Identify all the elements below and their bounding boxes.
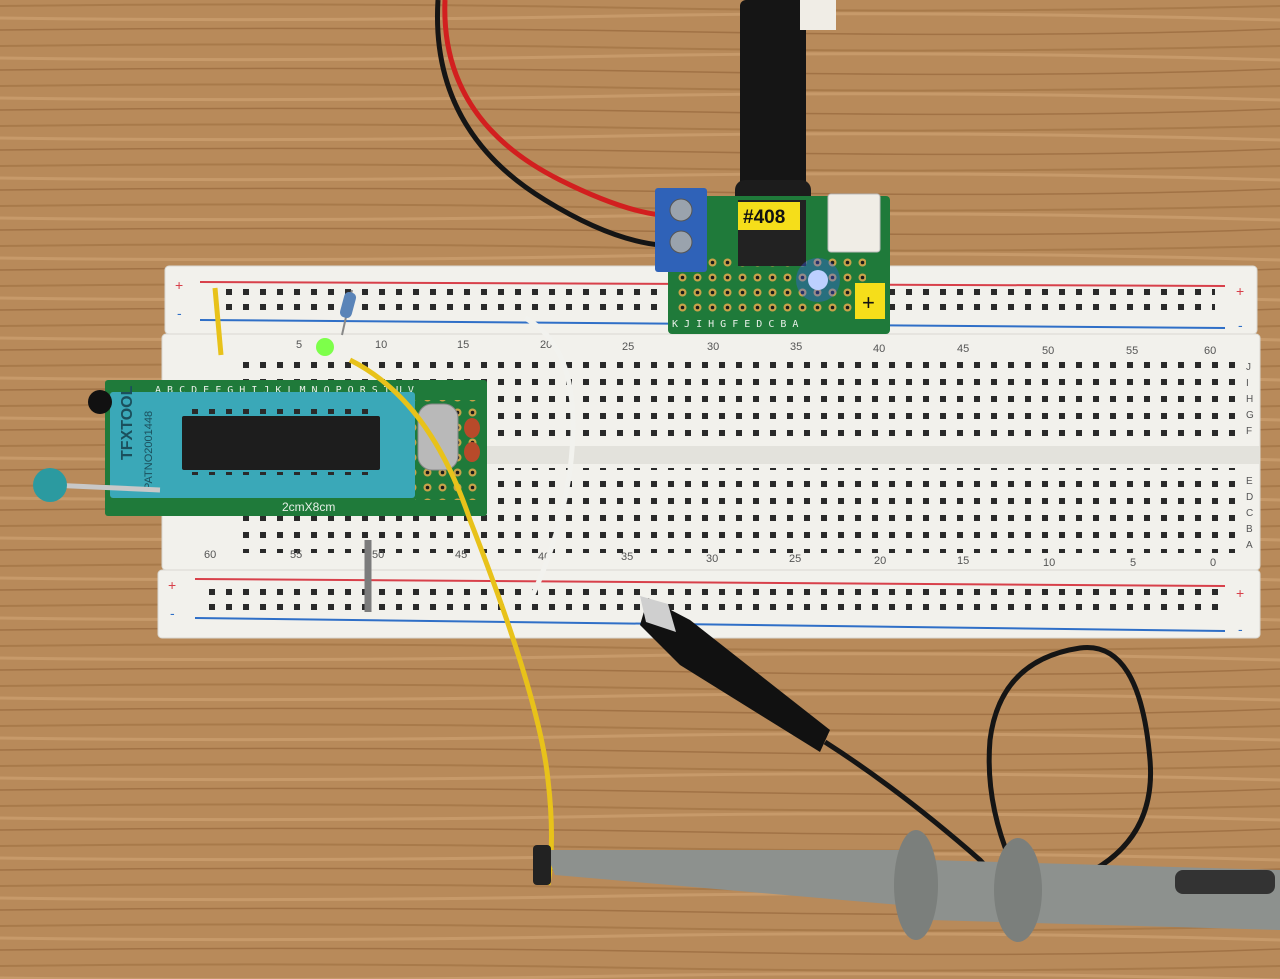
zif-latch: [88, 390, 112, 414]
zif-size-label: 2cmX8cm: [282, 500, 335, 514]
top-rail-minus-right: -: [1238, 317, 1243, 333]
col-num: 25: [789, 553, 801, 565]
row-letter: I: [1246, 378, 1249, 389]
plus-mark: +: [862, 290, 875, 315]
yellow-probe-wire: [348, 357, 554, 886]
col-num: 10: [375, 339, 387, 351]
col-num: 55: [1126, 345, 1138, 357]
bottom-rail-plus-right: +: [1236, 585, 1244, 601]
screw-icon: [669, 198, 693, 222]
screw-terminal: [655, 188, 707, 272]
module-column-letters: K J I H G F E D C B A: [672, 319, 798, 330]
crystal: [417, 403, 459, 471]
col-num: 50: [372, 549, 384, 561]
black-power-wire: [434, 0, 661, 248]
bottom-column-numbers: 60 55 50 45 40 35 30 25 20 15 10 5 0: [204, 549, 1216, 569]
capacitor: [464, 442, 480, 462]
top-column-numbers: 5 10 15 20 25 30 35 40 45 50 55 60: [296, 339, 1216, 357]
zif-part: PATNO2001448: [143, 411, 155, 490]
capacitor: [464, 418, 480, 438]
module-label-tag: [738, 202, 800, 230]
bottom-rail-plus-left: +: [168, 577, 176, 593]
col-num: 0: [1210, 557, 1216, 569]
probe-icon: [533, 830, 1280, 942]
col-num: 35: [790, 341, 802, 353]
row-letter: G: [1246, 410, 1254, 421]
jst-connector-top: [800, 0, 836, 30]
col-num: 45: [957, 343, 969, 355]
col-num: 5: [1130, 557, 1136, 569]
zif-lever: [49, 482, 161, 493]
yellow-label-tag: [855, 283, 885, 319]
bottom-rail-blue-line: [194, 617, 1226, 632]
zif-top-letters: A B C D E F G H I J K L M N O P Q R S T …: [155, 385, 414, 396]
col-num: 5: [296, 339, 302, 351]
screw-icon: [669, 230, 693, 254]
top-rail-plus-right: +: [1236, 283, 1244, 299]
module-label: #408: [743, 207, 785, 228]
col-num: 35: [621, 551, 633, 563]
row-letters-right: J I H G F E D C B A: [1246, 362, 1254, 551]
zif-brand: TFXTOOL: [119, 385, 136, 460]
barrel-jack-cable: [740, 0, 806, 200]
probe-tip: [533, 845, 551, 885]
blue-led-icon: [808, 270, 828, 290]
red-power-wire: [442, 0, 661, 218]
col-num: 30: [707, 341, 719, 353]
row-letter: H: [1246, 394, 1253, 405]
resistor: [339, 289, 357, 336]
col-num: 55: [290, 549, 302, 561]
row-letter: B: [1246, 524, 1253, 535]
alligator-clip-icon: [640, 596, 830, 752]
top-rail-plus-left: +: [175, 277, 183, 293]
top-rail-minus-left: -: [177, 305, 182, 321]
col-num: 40: [873, 343, 885, 355]
row-letter: A: [1246, 540, 1253, 551]
row-letter: C: [1246, 508, 1253, 519]
bottom-rail-minus-right: -: [1238, 621, 1243, 637]
col-num: 30: [706, 553, 718, 565]
col-num: 15: [457, 339, 469, 351]
bottom-rail-holes: [205, 584, 1220, 616]
probe-collar: [894, 830, 938, 940]
row-letter: E: [1246, 476, 1253, 487]
row-letter: F: [1246, 426, 1252, 437]
col-num: 15: [957, 555, 969, 567]
power-module: #408 + K J I H G F E D C B A: [655, 188, 890, 334]
row-letter: D: [1246, 492, 1253, 503]
yellow-jumper-short: [212, 287, 224, 356]
col-num: 60: [204, 549, 216, 561]
zif-board: A B C D E F G H I J K L M N O P Q R S T …: [33, 380, 487, 516]
col-num: 20: [874, 555, 886, 567]
col-num: 50: [1042, 345, 1054, 357]
zif-lever-knob: [33, 468, 67, 502]
col-num: 45: [455, 549, 467, 561]
row-letter: J: [1246, 362, 1251, 373]
chip-pins: [186, 404, 376, 482]
white-jumper-wire: [523, 315, 576, 607]
col-num: 25: [622, 341, 634, 353]
jst-connector: [827, 193, 881, 253]
probe-grip: [1175, 870, 1275, 894]
bottom-rail-minus-left: -: [170, 605, 175, 621]
col-num: 60: [1204, 345, 1216, 357]
col-num: 10: [1043, 557, 1055, 569]
probe-collar: [994, 838, 1042, 942]
led-icon: [316, 338, 334, 356]
chip-icon: [182, 416, 380, 470]
